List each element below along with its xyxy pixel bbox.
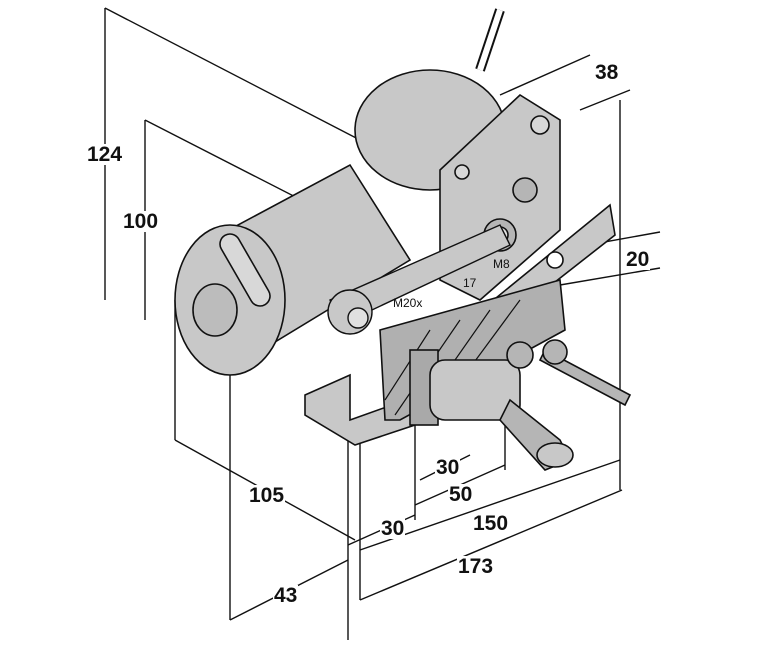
dim-label-105: 105	[248, 484, 286, 507]
bolt-label: M8	[493, 257, 510, 271]
dim-label-offset-30: 30	[380, 517, 406, 540]
dim-line-20b	[559, 267, 661, 286]
thread-label: M20x	[393, 296, 423, 310]
spindle	[409, 341, 574, 471]
dim-label-50: 50	[448, 483, 474, 506]
dim-label-spindle-30: 30	[435, 456, 461, 479]
dim-label-38: 38	[594, 61, 620, 84]
ext-line-38b	[579, 89, 631, 111]
gearbox	[354, 69, 561, 301]
mounting-bracket	[304, 203, 616, 446]
crank-link	[327, 224, 511, 335]
ext-line-38a	[499, 54, 591, 96]
dim-line-173	[359, 489, 623, 601]
dim-label-150: 150	[472, 512, 510, 535]
motor-body	[174, 163, 412, 376]
stud	[538, 339, 632, 407]
thread-pitch-label: 17	[463, 276, 477, 290]
dim-label-43: 43	[273, 584, 299, 607]
ext-line-top	[104, 7, 361, 141]
dim-label-173: 173	[457, 555, 495, 578]
dim-label-20: 20	[625, 248, 651, 271]
dim-label-124: 124	[86, 143, 124, 166]
dim-label-100: 100	[122, 210, 160, 233]
